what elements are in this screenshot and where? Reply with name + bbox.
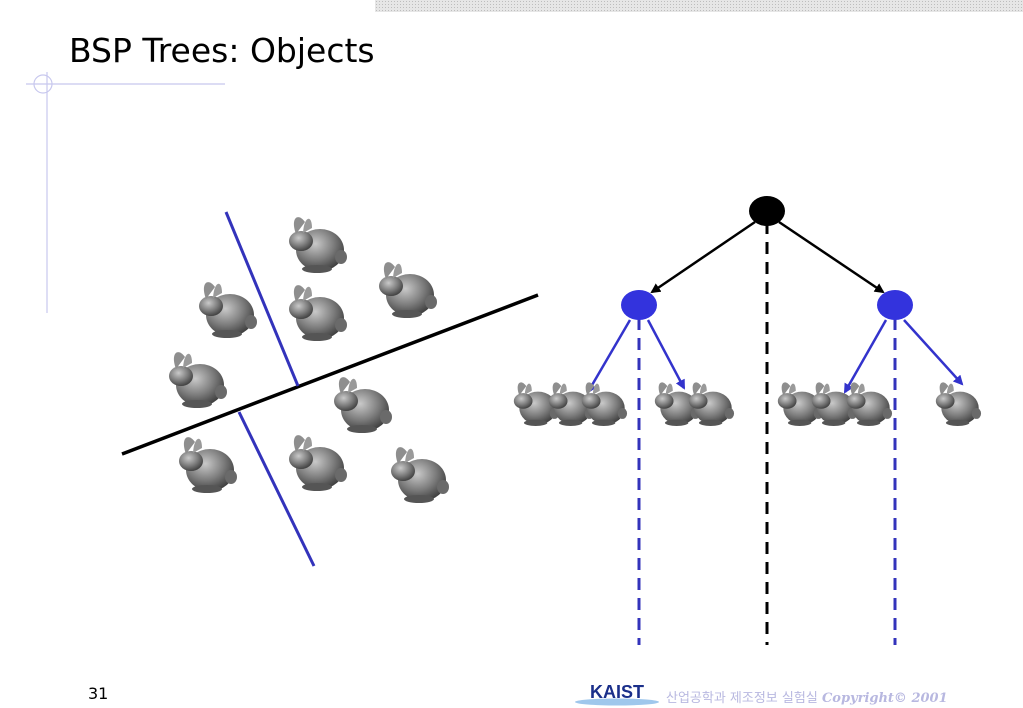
- tree-node-left: [621, 290, 657, 320]
- tree-edge-root-right: [778, 220, 885, 294]
- bunny-icon: [391, 447, 449, 503]
- slide-number: 31: [88, 684, 109, 703]
- bunny-icon: [179, 437, 237, 493]
- tree-edge-right-b: [903, 319, 964, 386]
- bunny-icon: [688, 382, 735, 426]
- slide-title: BSP Trees: Objects: [69, 31, 375, 70]
- bunny-icon: [334, 377, 392, 433]
- footer-copyright: Copyright© 2001: [821, 691, 948, 706]
- bunny-icon: [846, 382, 893, 426]
- tree-edge-left-b: [646, 319, 686, 390]
- footer-text: 산업공학과 제조정보 실험실 Copyright© 2001: [666, 687, 948, 706]
- bunny-icon: [935, 382, 982, 426]
- tree-edge-right-a: [843, 319, 888, 394]
- split-line-blue-lower: [237, 411, 316, 567]
- header-pattern-bar: [375, 0, 1023, 12]
- svg-text:KAIST: KAIST: [590, 682, 644, 702]
- bunny-icon: [289, 285, 347, 341]
- bunny-icon: [199, 282, 257, 338]
- bunny-icon: [289, 435, 347, 491]
- bunny-icon: [379, 262, 437, 318]
- bunny-icon: [169, 352, 227, 408]
- kaist-logo: KAIST: [575, 682, 659, 706]
- bunny-icon: [289, 217, 347, 273]
- left-ornament: [26, 72, 225, 313]
- tree-node-right: [877, 290, 913, 320]
- tree-root-node: [749, 196, 785, 226]
- bunny-icon: [581, 382, 628, 426]
- tree-edge-root-left: [650, 220, 756, 294]
- tree-edge-left-a: [586, 319, 632, 394]
- split-line-blue-upper: [224, 211, 300, 387]
- footer-department: 산업공학과 제조정보 실험실: [666, 691, 818, 706]
- split-line-black: [121, 293, 539, 456]
